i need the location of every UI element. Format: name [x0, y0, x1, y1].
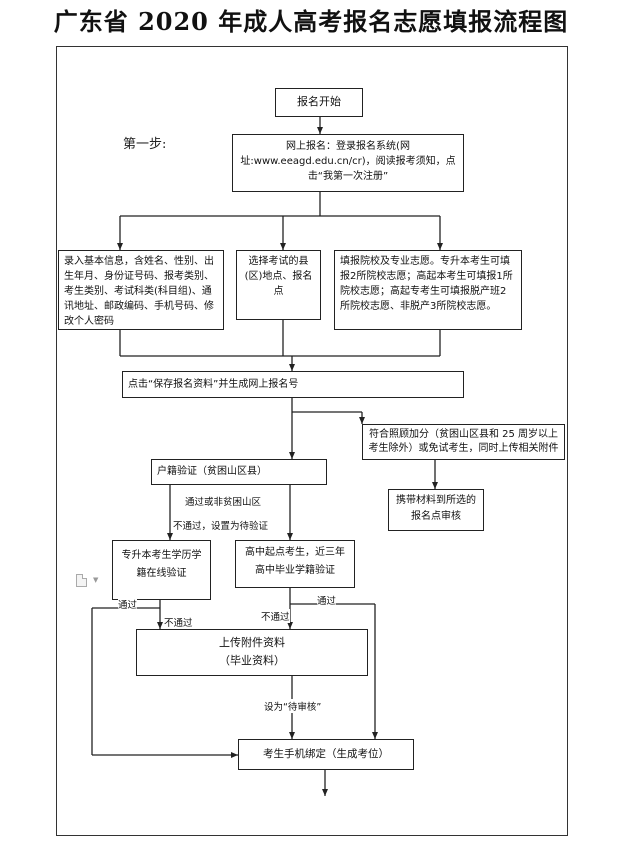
step-label: 第一步:	[123, 137, 167, 152]
bonus-box: 符合照顾加分（贫困山区县和 25 周岁以上考生除外）或免试考生，同时上传相关附件	[362, 424, 565, 460]
basic-info-box: 录入基本信息，含姓名、性别、出生年月、身份证号码、报考类别、考生类别、考试科类(…	[58, 250, 224, 330]
chevron-down-icon: ▼	[93, 576, 99, 584]
flowchart-frame	[56, 46, 568, 836]
start-box: 报名开始	[275, 88, 363, 117]
label-fail-mid: 不通过	[261, 609, 290, 623]
upload-attach-box: 上传附件资料 （毕业资料）	[136, 629, 368, 676]
save-info-box: 点击“保存报名资料”并生成网上报名号	[122, 371, 464, 398]
label-fail-set-pending: 不通过，设置为待验证	[173, 518, 269, 532]
page-title: 广东省 2020 年成人高考报名志愿填报流程图	[53, 7, 569, 36]
undergrad-verify-box: 专升本考生学历学籍在线验证	[112, 540, 211, 600]
select-county-box: 选择考试的县(区)地点、报名点	[236, 250, 321, 320]
carry-materials-box: 携带材料到所选的报名点审核	[388, 489, 484, 531]
label-pass-or-nonpoor: 通过或非贫困山区	[185, 494, 262, 508]
label-set-pending-review: 设为“待审核”	[264, 699, 322, 713]
household-box: 户籍验证（贫困山区县）	[151, 459, 327, 485]
label-pass-left: 通过	[118, 597, 138, 611]
label-pass-right: 通过	[317, 593, 337, 607]
online-register-box: 网上报名：登录报名系统(网址:www.eeagd.edu.cn/cr)，阅读报考…	[232, 134, 464, 192]
label-fail-left: 不通过	[164, 615, 193, 629]
highschool-verify-box: 高中起点考生，近三年高中毕业学籍验证	[235, 540, 355, 588]
document-icon	[76, 574, 87, 587]
fill-college-box: 填报院校及专业志愿。专升本考生可填报2所院校志愿；高起本考生可填报1所院校志愿；…	[334, 250, 522, 330]
phone-bind-box: 考生手机绑定（生成考位）	[238, 739, 414, 770]
